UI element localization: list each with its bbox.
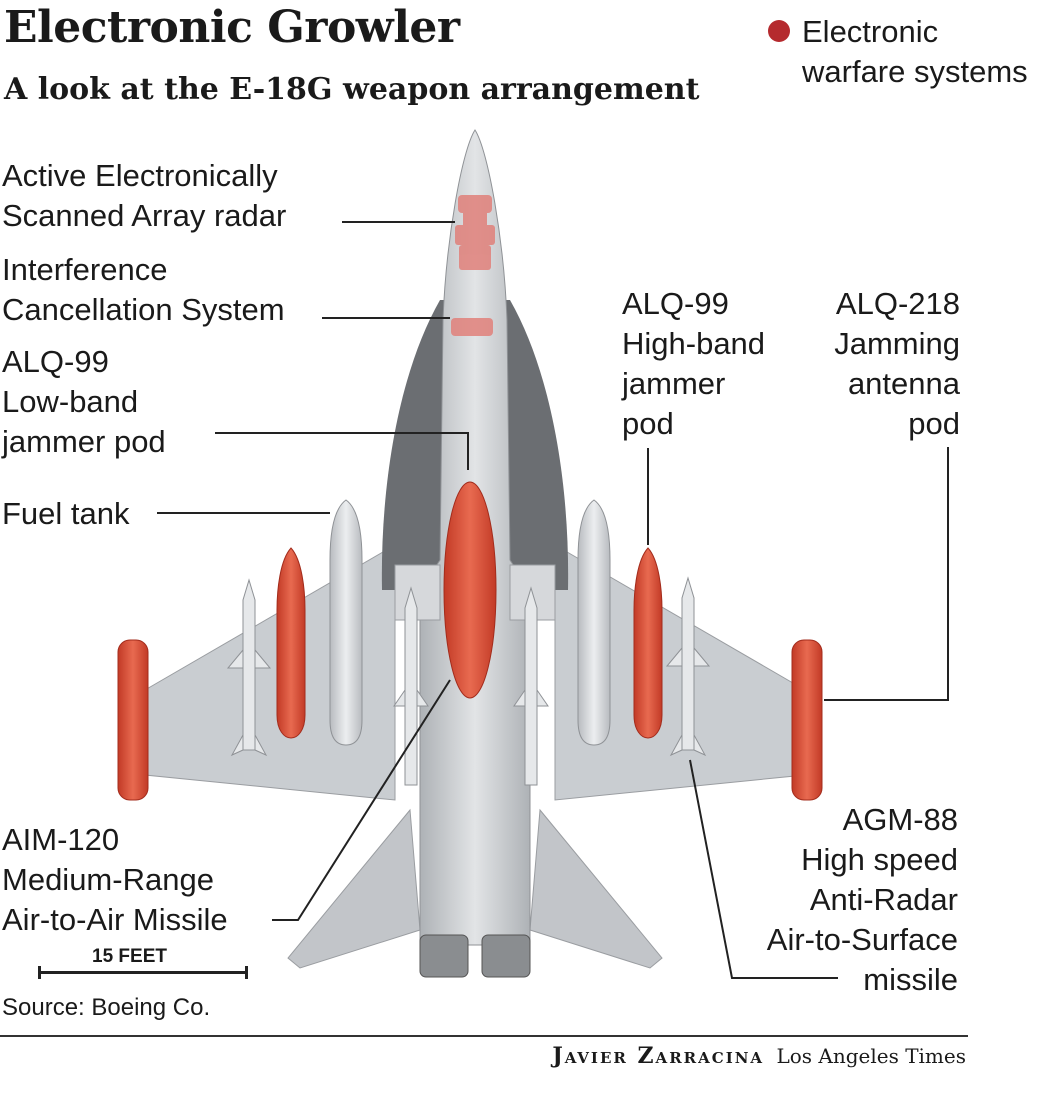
legend-label: Electronic warfare systems bbox=[802, 14, 1028, 89]
leader-aim120 bbox=[272, 679, 451, 921]
legend-swatch bbox=[768, 20, 790, 42]
right-wingtip-pod bbox=[791, 639, 823, 801]
source-note: Source: Boeing Co. bbox=[2, 994, 211, 1021]
label-aesa-radar: Active Electronically Scanned Array rada… bbox=[2, 158, 287, 233]
footer-divider bbox=[0, 1035, 968, 1037]
left-fuel-tank bbox=[329, 499, 363, 746]
label-ics: Interference Cancellation System bbox=[2, 252, 285, 327]
right-stabilizer bbox=[529, 808, 663, 969]
label-fuel-tank: Fuel tank bbox=[2, 496, 130, 531]
left-highband-pod bbox=[276, 547, 306, 739]
right-fuselage-missile bbox=[513, 586, 549, 786]
label-agm88: AGM-88 High speed Anti-Radar Air-to-Surf… bbox=[766, 802, 958, 997]
leader-alq218 bbox=[824, 447, 949, 701]
left-wingtip-pod bbox=[117, 639, 149, 801]
aesa-radar-mark bbox=[455, 195, 495, 270]
right-nozzle bbox=[481, 934, 531, 978]
right-highband-pod bbox=[633, 547, 663, 739]
label-aim120: AIM-120 Medium-Range Air-to-Air Missile bbox=[2, 822, 228, 937]
credit-publication: Los Angeles Times bbox=[776, 1044, 966, 1068]
ics-mark bbox=[451, 318, 493, 336]
page-title: Electronic Growler bbox=[4, 2, 460, 53]
leader-agm88 bbox=[689, 759, 838, 979]
leader-alq99-low bbox=[215, 432, 469, 470]
right-outer-missile bbox=[665, 576, 711, 757]
scale-bar bbox=[38, 966, 248, 979]
scale-label: 15 FEET bbox=[92, 946, 167, 967]
credit-author: Javier Zarracina bbox=[552, 1043, 765, 1069]
page-subtitle: A look at the E-18G weapon arrangement bbox=[4, 72, 700, 107]
left-nozzle bbox=[419, 934, 469, 978]
left-outer-missile bbox=[226, 578, 272, 757]
credit-line: Javier Zarracina Los Angeles Times bbox=[552, 1043, 966, 1069]
label-alq218: ALQ-218 Jamming antenna pod bbox=[834, 286, 960, 441]
label-alq99-low: ALQ-99 Low-band jammer pod bbox=[2, 344, 166, 459]
centerline-pod bbox=[443, 481, 497, 699]
left-stabilizer bbox=[287, 808, 421, 969]
right-fuel-tank bbox=[577, 499, 611, 746]
leader-lines bbox=[157, 221, 949, 979]
label-alq99-high: ALQ-99 High-band jammer pod bbox=[622, 286, 766, 441]
